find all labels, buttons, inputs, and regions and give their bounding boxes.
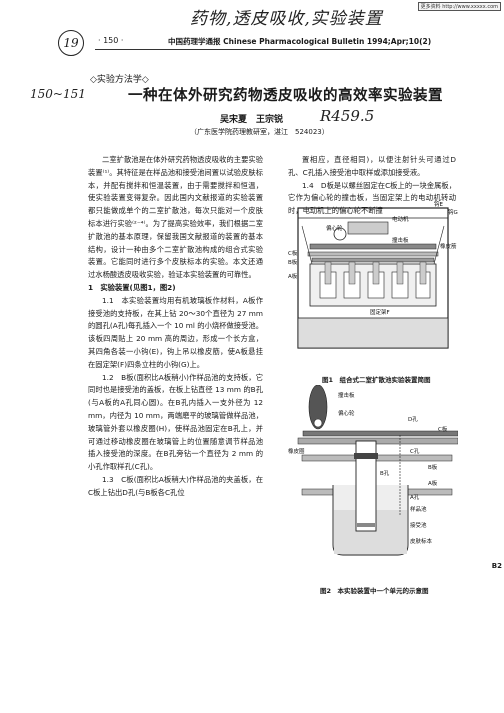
- handwritten-keywords: 药物,透皮吸收,实验装置: [190, 9, 383, 29]
- fig1-label-cam: 偏心轮: [326, 224, 343, 232]
- fig2-label-hole-d: D孔: [408, 415, 418, 423]
- fig2-label-hole-a: A孔: [410, 493, 420, 501]
- fig2-label-plate-b: B板: [428, 463, 438, 471]
- fig2-label-plate-c: C板: [438, 425, 448, 433]
- fig1-label-hook-e: 钩E: [434, 200, 444, 208]
- figure-2-diagram: 撞击板 偏心轮 D孔 C板 橡皮圈 C孔 B板 B孔 A板 A孔 样品池 接受池…: [288, 385, 458, 556]
- handwritten-circle-number: 19: [58, 30, 84, 56]
- fig2-label-hole-b: B孔: [380, 469, 390, 477]
- fig2-label-skin: 皮肤标本: [410, 537, 433, 545]
- intro-paragraph: 二室扩散池是在体外研究药物透皮吸收的主要实验装置⁽¹⁾。其特征是在样品池和接受池…: [88, 155, 263, 280]
- figure-2-caption: 图2 本实验装置中一个单元的示意图: [320, 587, 429, 595]
- fig2-label-sample-cell: 样品池: [410, 505, 427, 513]
- fig1-label-motor: 电动机: [392, 215, 409, 223]
- fig1-label-plate-c: C板: [288, 249, 298, 257]
- header-rule: [95, 49, 430, 50]
- watermark-badge: 更多资料 http://www.xxxxx.com: [417, 2, 501, 11]
- fig1-label-hook-g: 钩G: [448, 208, 458, 216]
- fig2-label-hole-c: C孔: [410, 447, 420, 455]
- handwritten-class-code: R459.5: [320, 107, 375, 125]
- handwritten-page-range: 150~151: [30, 87, 86, 101]
- figure-1-caption: 图1 组合式二室扩散池实验装置简图: [322, 376, 431, 384]
- fig2-label-ring: 橡皮圈: [288, 447, 305, 455]
- page-number: · 150 ·: [98, 36, 124, 45]
- section-heading: 1 实验装置(见图1，图2): [88, 282, 176, 292]
- fig2-label-receiver: 接受池: [410, 521, 427, 529]
- journal-header: 中国药理学通报 Chinese Pharmacological Bulletin…: [168, 37, 432, 46]
- fig2-label-plate-a: A板: [428, 479, 438, 487]
- figure-1-diagram: 偏心轮 电动机 撞击板 钩E 钩G 橡皮筋 C板 B板 A板 固定架F: [288, 200, 458, 349]
- fig1-label-plate-d: 撞击板: [392, 236, 409, 244]
- article-authors: 吴宋夏 王宗锐: [220, 115, 284, 125]
- fig1-label-plate-a: A板: [288, 272, 298, 280]
- fig1-label-plate-b: B板: [288, 258, 298, 266]
- author-affiliation: （广东医学院药理教研室，湛江 524023）: [190, 128, 329, 136]
- article-title: 一种在体外研究药物透皮吸收的高效率实验装置: [128, 88, 443, 104]
- body-paragraph: 1.2 B板(面积比A板稍小)作样品池的支持板，它同时也是接受池的盖板，在板上钻…: [88, 372, 263, 472]
- fig1-label-frame: 固定架F: [370, 308, 390, 316]
- edge-mark: B2: [491, 562, 502, 570]
- body-paragraph: 置相应，直径相同)，以便注射针头可通过D孔、C孔插入接受池中取样或添加接受液。: [288, 155, 456, 177]
- body-column-right: 置相应，直径相同)，以便注射针头可通过D孔、C孔插入接受池中取样或添加接受液。 …: [288, 154, 456, 218]
- fig1-label-band: 橡皮筋: [440, 242, 457, 250]
- body-paragraph: 1.1 本实验装置均用有机玻璃板作材料，A板作接受池的支持板，在其上钻 20～3…: [88, 295, 263, 369]
- body-column-left: 二室扩散池是在体外研究药物透皮吸收的主要实验装置⁽¹⁾。其特征是在样品池和接受池…: [88, 154, 263, 500]
- body-paragraph: 1.3 C板(面积比A板稍大)作样品池的夹盖板，在C板上钻出D孔(与B板各C孔位: [88, 474, 263, 497]
- fig2-label-cam: 偏心轮: [338, 409, 355, 417]
- section-tag: ◇实验方法学◇: [90, 75, 149, 85]
- body-paragraph: 1.4 D板是以螺丝固定在C板上的一块金属板，它作为偏心轮的撞击板，当固定架上的…: [288, 180, 456, 216]
- fig2-label-plate-d: 撞击板: [338, 391, 355, 399]
